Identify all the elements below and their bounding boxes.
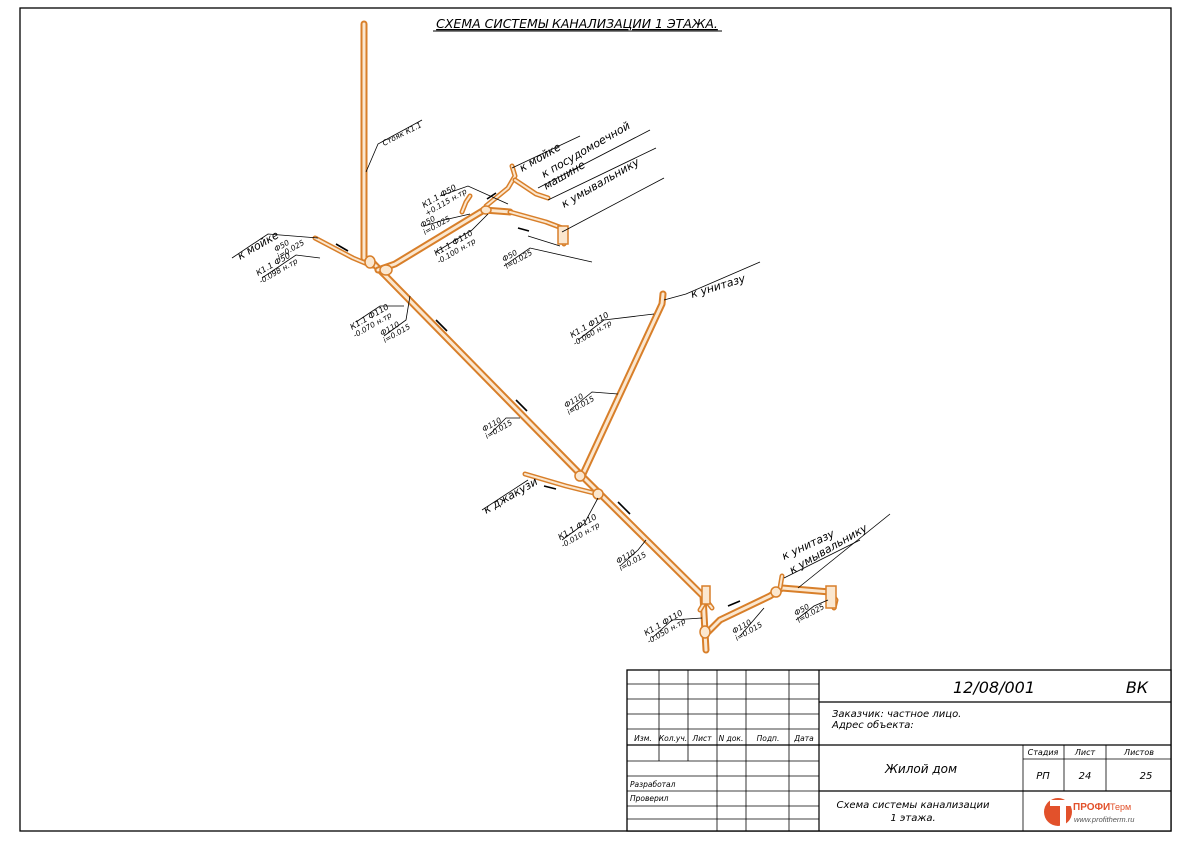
leader-kitchen-level: [439, 185, 509, 205]
leader-kitchen-main: [435, 213, 489, 253]
sheet-title-1: Схема системы канализации: [837, 800, 990, 811]
col-sheet: Лист: [691, 734, 712, 743]
leader-riser: [365, 119, 423, 173]
logo-suffix: Терм: [1110, 802, 1131, 812]
flow-arrow: [727, 600, 741, 607]
kitchen-branch-pipe: [374, 163, 567, 274]
flow-arrow: [486, 192, 497, 200]
label-to-jacuzzi: к джакузи: [481, 475, 540, 517]
leader-riser-base: [355, 305, 404, 323]
washbasin-trap-2: [825, 585, 837, 609]
stage-label: Стадия: [1028, 748, 1059, 757]
leader-basin-slope: [795, 599, 829, 621]
stage-value: РП: [1036, 771, 1050, 782]
leader-bath-slope: [739, 607, 765, 637]
sheet-title-2: 1 этажа.: [890, 813, 935, 824]
flow-arrow: [543, 485, 557, 490]
section-code: ВК: [1126, 678, 1149, 697]
leader-toilet1-slope: [569, 391, 619, 411]
main-pipe: [368, 258, 710, 654]
drawing-title: СХЕМА СИСТЕМЫ КАНАЛИЗАЦИИ 1 ЭТАЖА.: [436, 16, 718, 31]
toilet1-branch-pipe: [579, 290, 667, 478]
tee-fitting-5: [592, 488, 604, 500]
leader-main-slope: [489, 417, 520, 435]
leader-kitchen-branch: [503, 247, 593, 267]
checked-label: Проверил: [630, 794, 669, 803]
leader-toilet1-level: [577, 313, 655, 341]
leader-toilet1: [663, 261, 761, 301]
label-riser: Стояк К1.1: [381, 120, 423, 147]
sheets-label: Листов: [1123, 748, 1154, 757]
leader-kitchen-branch2: [527, 235, 561, 247]
project-code: 12/08/001: [953, 678, 1035, 697]
flow-arrow: [517, 227, 530, 232]
tee-fitting-2: [379, 264, 393, 276]
leader-toilet2: [783, 539, 861, 579]
sheet-label: Лист: [1074, 748, 1096, 757]
col-changes: Изм.: [634, 734, 652, 743]
leader-dishwasher2: [547, 147, 657, 201]
jacuzzi-branch-pipe: [522, 471, 601, 497]
leader-lines: [231, 119, 891, 639]
leader-to-sink: [511, 135, 581, 169]
leader-washbasin2: [797, 513, 891, 589]
leader-washbasin: [561, 177, 665, 233]
object-name: Жилой дом: [884, 762, 957, 776]
col-sign: Подп.: [757, 734, 780, 743]
leader-kitchen-slope: [423, 213, 471, 227]
title-block: Изм. Кол.уч. Лист N док. Подп. Дата Разр…: [626, 669, 1172, 832]
washbasin-trap-1: [557, 225, 569, 245]
customer: Заказчик: частное лицо.: [832, 709, 961, 720]
leader-jacuzzi: [481, 479, 529, 511]
sheet-frame: [19, 7, 1172, 832]
leader-riser-slope: [383, 295, 411, 337]
leader-dishwasher: [537, 129, 651, 189]
tee-fitting-1: [364, 255, 376, 269]
flow-arrow: [617, 501, 631, 515]
company-logo: ПРОФИ Терм www.profitherm.ru: [1044, 798, 1135, 826]
pipe-network: [312, 20, 839, 654]
leader-jacuzzi-level: [561, 497, 599, 541]
label-to-toilet-1: к унитазу: [689, 272, 747, 301]
logo-t-icon: [1050, 800, 1076, 826]
sheet-value: 24: [1079, 771, 1092, 782]
sheets-value: 25: [1140, 771, 1153, 782]
flow-arrow: [335, 243, 349, 252]
logo-name: ПРОФИ: [1073, 802, 1110, 813]
col-date: Дата: [793, 734, 814, 743]
leader-sink-level: [261, 254, 321, 279]
leader-sink1: [231, 233, 319, 259]
leader-lower-slope: [619, 539, 647, 567]
tee-fitting-3: [480, 205, 492, 215]
tee-fitting-7: [770, 586, 782, 598]
flow-arrow: [515, 399, 528, 412]
title-block-frame: [626, 669, 1172, 832]
object-address: Адрес объекта:: [831, 719, 914, 731]
leader-outlet: [651, 617, 703, 639]
outlet-cap: [701, 585, 711, 605]
col-doc: N док.: [719, 734, 744, 743]
developed-label: Разработал: [630, 780, 676, 789]
col-qty: Кол.уч.: [659, 734, 687, 743]
flow-arrows: [335, 192, 741, 607]
tee-fitting-4: [574, 470, 586, 482]
logo-url: www.profitherm.ru: [1074, 815, 1135, 824]
bathroom-branch-pipe: [697, 573, 839, 636]
tee-fitting-6: [699, 625, 711, 639]
flow-arrow: [435, 319, 448, 332]
